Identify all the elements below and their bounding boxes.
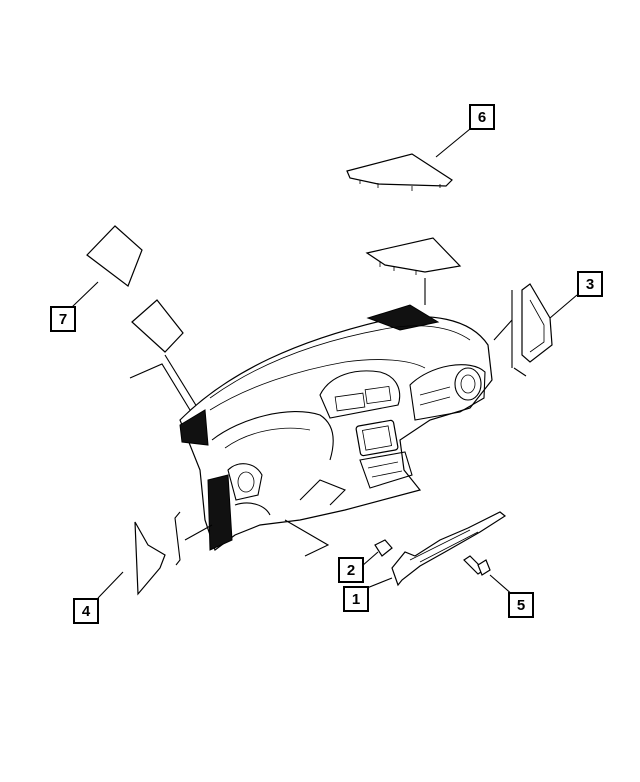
- callout-6[interactable]: 6: [469, 104, 495, 130]
- top-cover-panel: [365, 237, 462, 305]
- part-3-right-end-cover: [493, 283, 553, 377]
- part-7-mesh-pad: [86, 225, 143, 287]
- instrument-panel: [174, 304, 493, 566]
- callout-5[interactable]: 5: [508, 592, 534, 618]
- leader-7: [71, 281, 99, 308]
- part-2-clip: [361, 539, 393, 567]
- part-4-left-end-cap: [134, 521, 166, 596]
- part-6-silencer-pad: [346, 153, 453, 191]
- callout-7[interactable]: 7: [50, 306, 76, 332]
- leader-4: [97, 571, 124, 599]
- lower-leader: [284, 519, 330, 557]
- callout-2[interactable]: 2: [338, 557, 364, 583]
- callout-1[interactable]: 1: [343, 586, 369, 612]
- leader-6: [435, 128, 471, 158]
- part-5-screw: [463, 555, 491, 576]
- callout-4[interactable]: 4: [73, 598, 99, 624]
- part-1-bracket: [391, 511, 507, 587]
- left-end-cover: [129, 299, 206, 421]
- callout-3[interactable]: 3: [577, 271, 603, 297]
- leader-3: [549, 294, 578, 319]
